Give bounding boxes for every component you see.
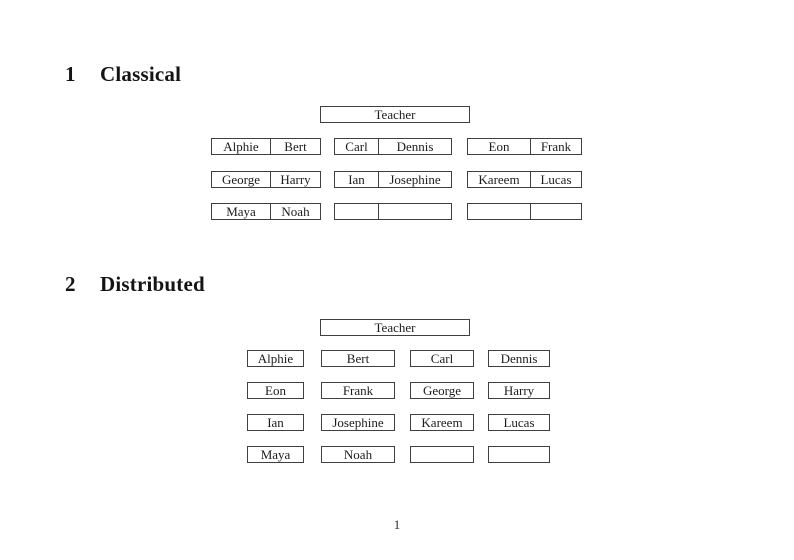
- student-name-cell: George: [422, 383, 462, 398]
- student-name-cell: Noah: [343, 447, 373, 462]
- student-name-cell: Frank: [342, 383, 374, 398]
- section-heading-distributed: 2 Distributed: [65, 272, 205, 296]
- student-name-cell: Josephine: [332, 415, 384, 430]
- empty-seat-cell: [378, 204, 451, 219]
- student-name-cell: Kareem: [478, 172, 520, 187]
- section-title: Classical: [100, 62, 182, 86]
- empty-seat-cell: [489, 447, 549, 462]
- student-name-cell: Harry: [503, 383, 535, 398]
- student-name-cell: Maya: [226, 204, 256, 219]
- teacher-box: Teacher: [320, 319, 470, 336]
- desk-box: Ian: [247, 414, 304, 431]
- desk-box: Carl Dennis: [334, 138, 452, 155]
- desk-box: Eon: [247, 382, 304, 399]
- student-name-cell: Alphie: [223, 139, 259, 154]
- student-name-cell: Bert: [270, 139, 320, 154]
- teacher-label: Teacher: [374, 320, 416, 335]
- student-name-cell: Maya: [260, 447, 291, 462]
- desk-box: Harry: [488, 382, 550, 399]
- desk-box: Alphie: [247, 350, 304, 367]
- desk-box: Kareem Lucas: [467, 171, 582, 188]
- section-heading-classical: 1 Classical: [65, 62, 181, 86]
- student-name-cell: Alphie: [257, 351, 294, 366]
- teacher-box: Teacher: [320, 106, 470, 123]
- student-name-cell: Lucas: [503, 415, 535, 430]
- student-name-cell: Dennis: [500, 351, 538, 366]
- student-name-cell: Kareem: [421, 415, 463, 430]
- section-number: 1: [65, 62, 76, 86]
- student-name-cell: Ian: [267, 415, 284, 430]
- desk-box: [467, 203, 582, 220]
- empty-seat-cell: [530, 204, 581, 219]
- student-name-cell: Lucas: [530, 172, 581, 187]
- desk-box: George Harry: [211, 171, 321, 188]
- student-name-cell: Ian: [348, 172, 365, 187]
- student-name-cell: Carl: [430, 351, 454, 366]
- desk-box: Eon Frank: [467, 138, 582, 155]
- desk-box: Carl: [410, 350, 474, 367]
- desk-box: Josephine: [321, 414, 395, 431]
- student-name-cell: Bert: [346, 351, 370, 366]
- desk-box: [488, 446, 550, 463]
- desk-box: Maya: [247, 446, 304, 463]
- desk-box: Ian Josephine: [334, 171, 452, 188]
- desk-box: George: [410, 382, 474, 399]
- empty-seat-cell: [411, 447, 473, 462]
- desk-box: Bert: [321, 350, 395, 367]
- student-name-cell: Harry: [270, 172, 320, 187]
- student-name-cell: Eon: [488, 139, 510, 154]
- desk-box: Lucas: [488, 414, 550, 431]
- teacher-label: Teacher: [374, 107, 416, 122]
- student-name-cell: Dennis: [378, 139, 451, 154]
- empty-seat-cell: [468, 204, 530, 219]
- student-name-cell: Carl: [345, 139, 368, 154]
- desk-box: Alphie Bert: [211, 138, 321, 155]
- desk-box: Frank: [321, 382, 395, 399]
- section-number: 2: [65, 272, 76, 296]
- student-name-cell: George: [221, 172, 261, 187]
- desk-box: Maya Noah: [211, 203, 321, 220]
- desk-box: [334, 203, 452, 220]
- student-name-cell: Noah: [270, 204, 320, 219]
- desk-box: Kareem: [410, 414, 474, 431]
- desk-box: Noah: [321, 446, 395, 463]
- page-number: 1: [393, 517, 401, 532]
- student-name-cell: Frank: [530, 139, 581, 154]
- student-name-cell: Josephine: [378, 172, 451, 187]
- desk-box: Dennis: [488, 350, 550, 367]
- empty-seat-cell: [335, 204, 378, 219]
- desk-box: [410, 446, 474, 463]
- student-name-cell: Eon: [265, 383, 286, 398]
- section-title: Distributed: [100, 272, 205, 296]
